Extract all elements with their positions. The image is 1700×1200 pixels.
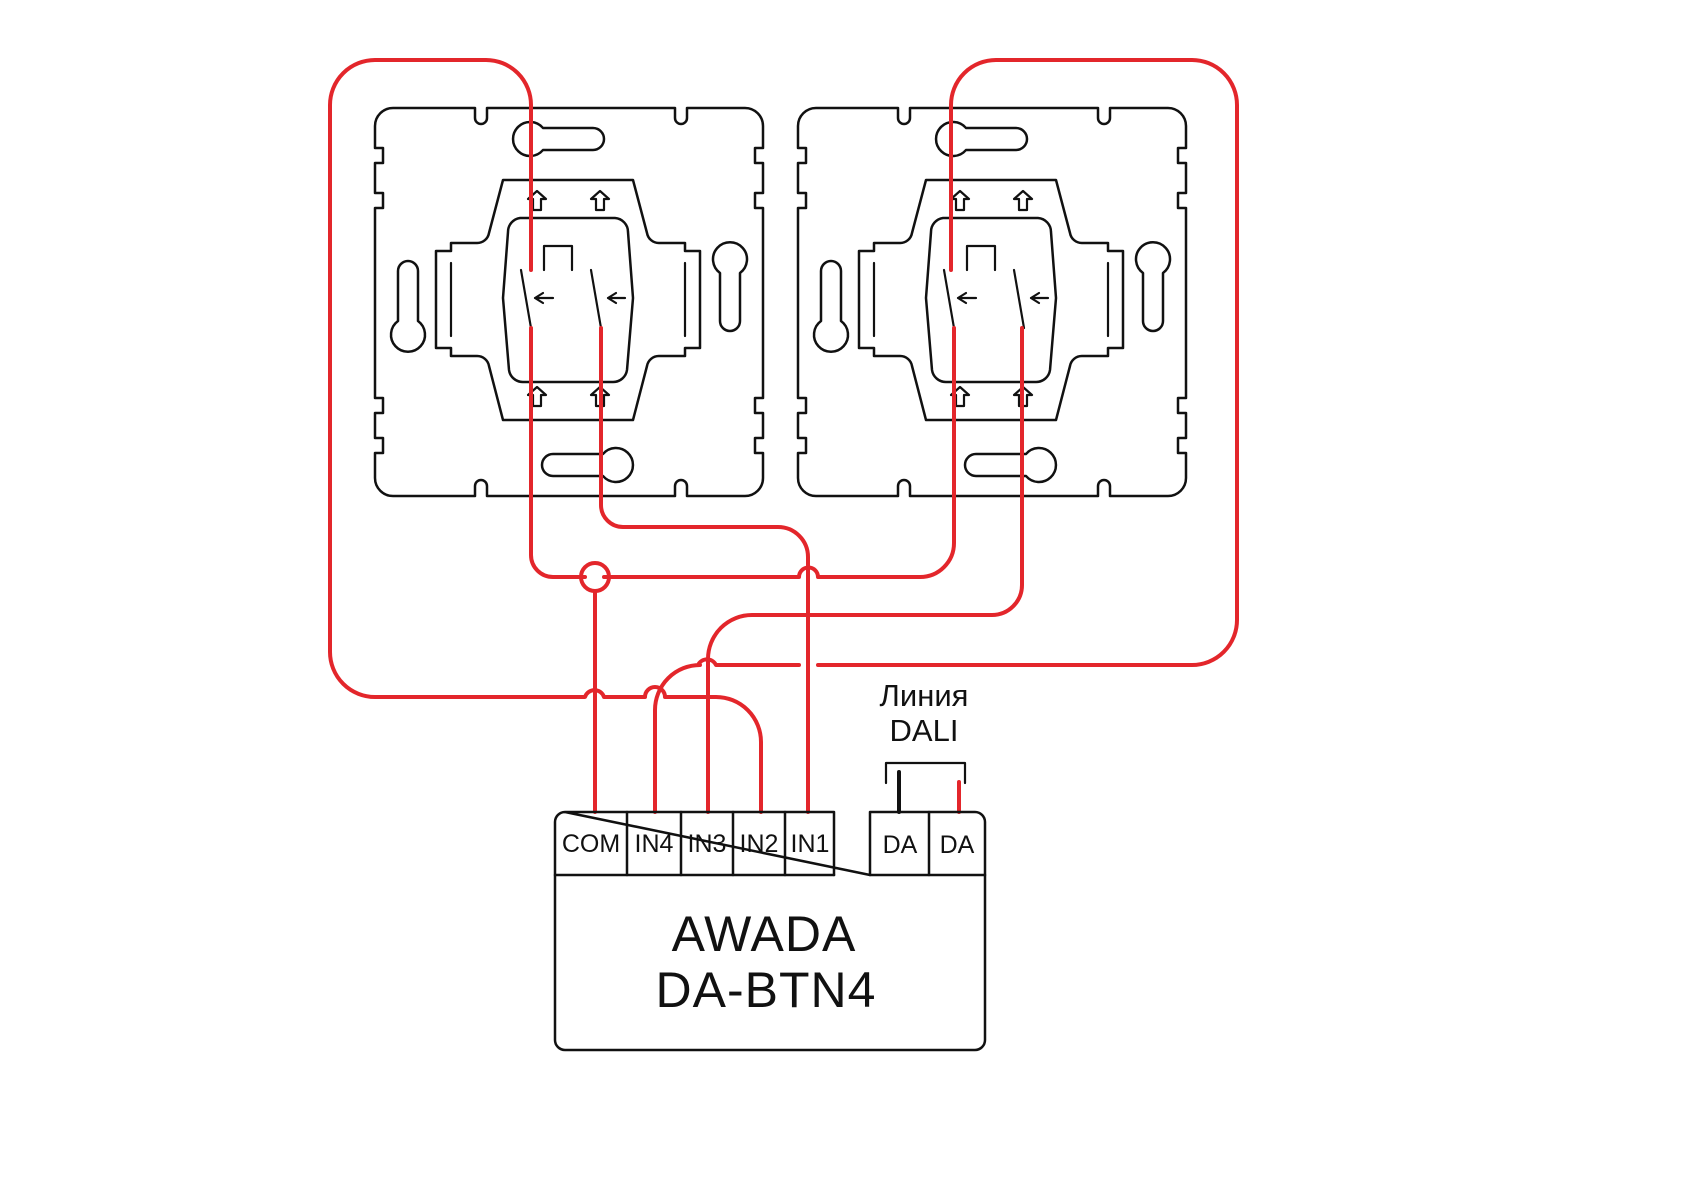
dali-line: Линия DALI [880, 678, 969, 814]
terminal-in4: IN4 [635, 830, 674, 858]
terminal-da-2: DA [940, 831, 975, 859]
wire-left-return [529, 326, 956, 579]
junction [579, 561, 611, 593]
device-brand: AWADA [672, 906, 857, 962]
wire-right-top [653, 58, 1239, 814]
wire-left-in1 [599, 326, 810, 814]
left-switch [373, 106, 765, 498]
terminal-in2: IN2 [740, 830, 779, 858]
wiring [328, 58, 1239, 814]
terminal-com: COM [562, 830, 620, 858]
terminal-in3: IN3 [688, 830, 727, 858]
dali-label-line2: DALI [890, 713, 959, 748]
terminal-da-1: DA [883, 831, 918, 859]
dali-label-line1: Линия [880, 678, 969, 713]
terminal-in1: IN1 [791, 830, 830, 858]
right-switch [796, 106, 1188, 498]
device-model: DA-BTN4 [656, 962, 877, 1018]
wire-right-in3 [706, 326, 1024, 814]
device-module: COM IN4 IN3 IN2 IN1 DA DA AWADA DA-BTN4 [553, 810, 987, 1052]
wire-left-common [328, 58, 763, 814]
